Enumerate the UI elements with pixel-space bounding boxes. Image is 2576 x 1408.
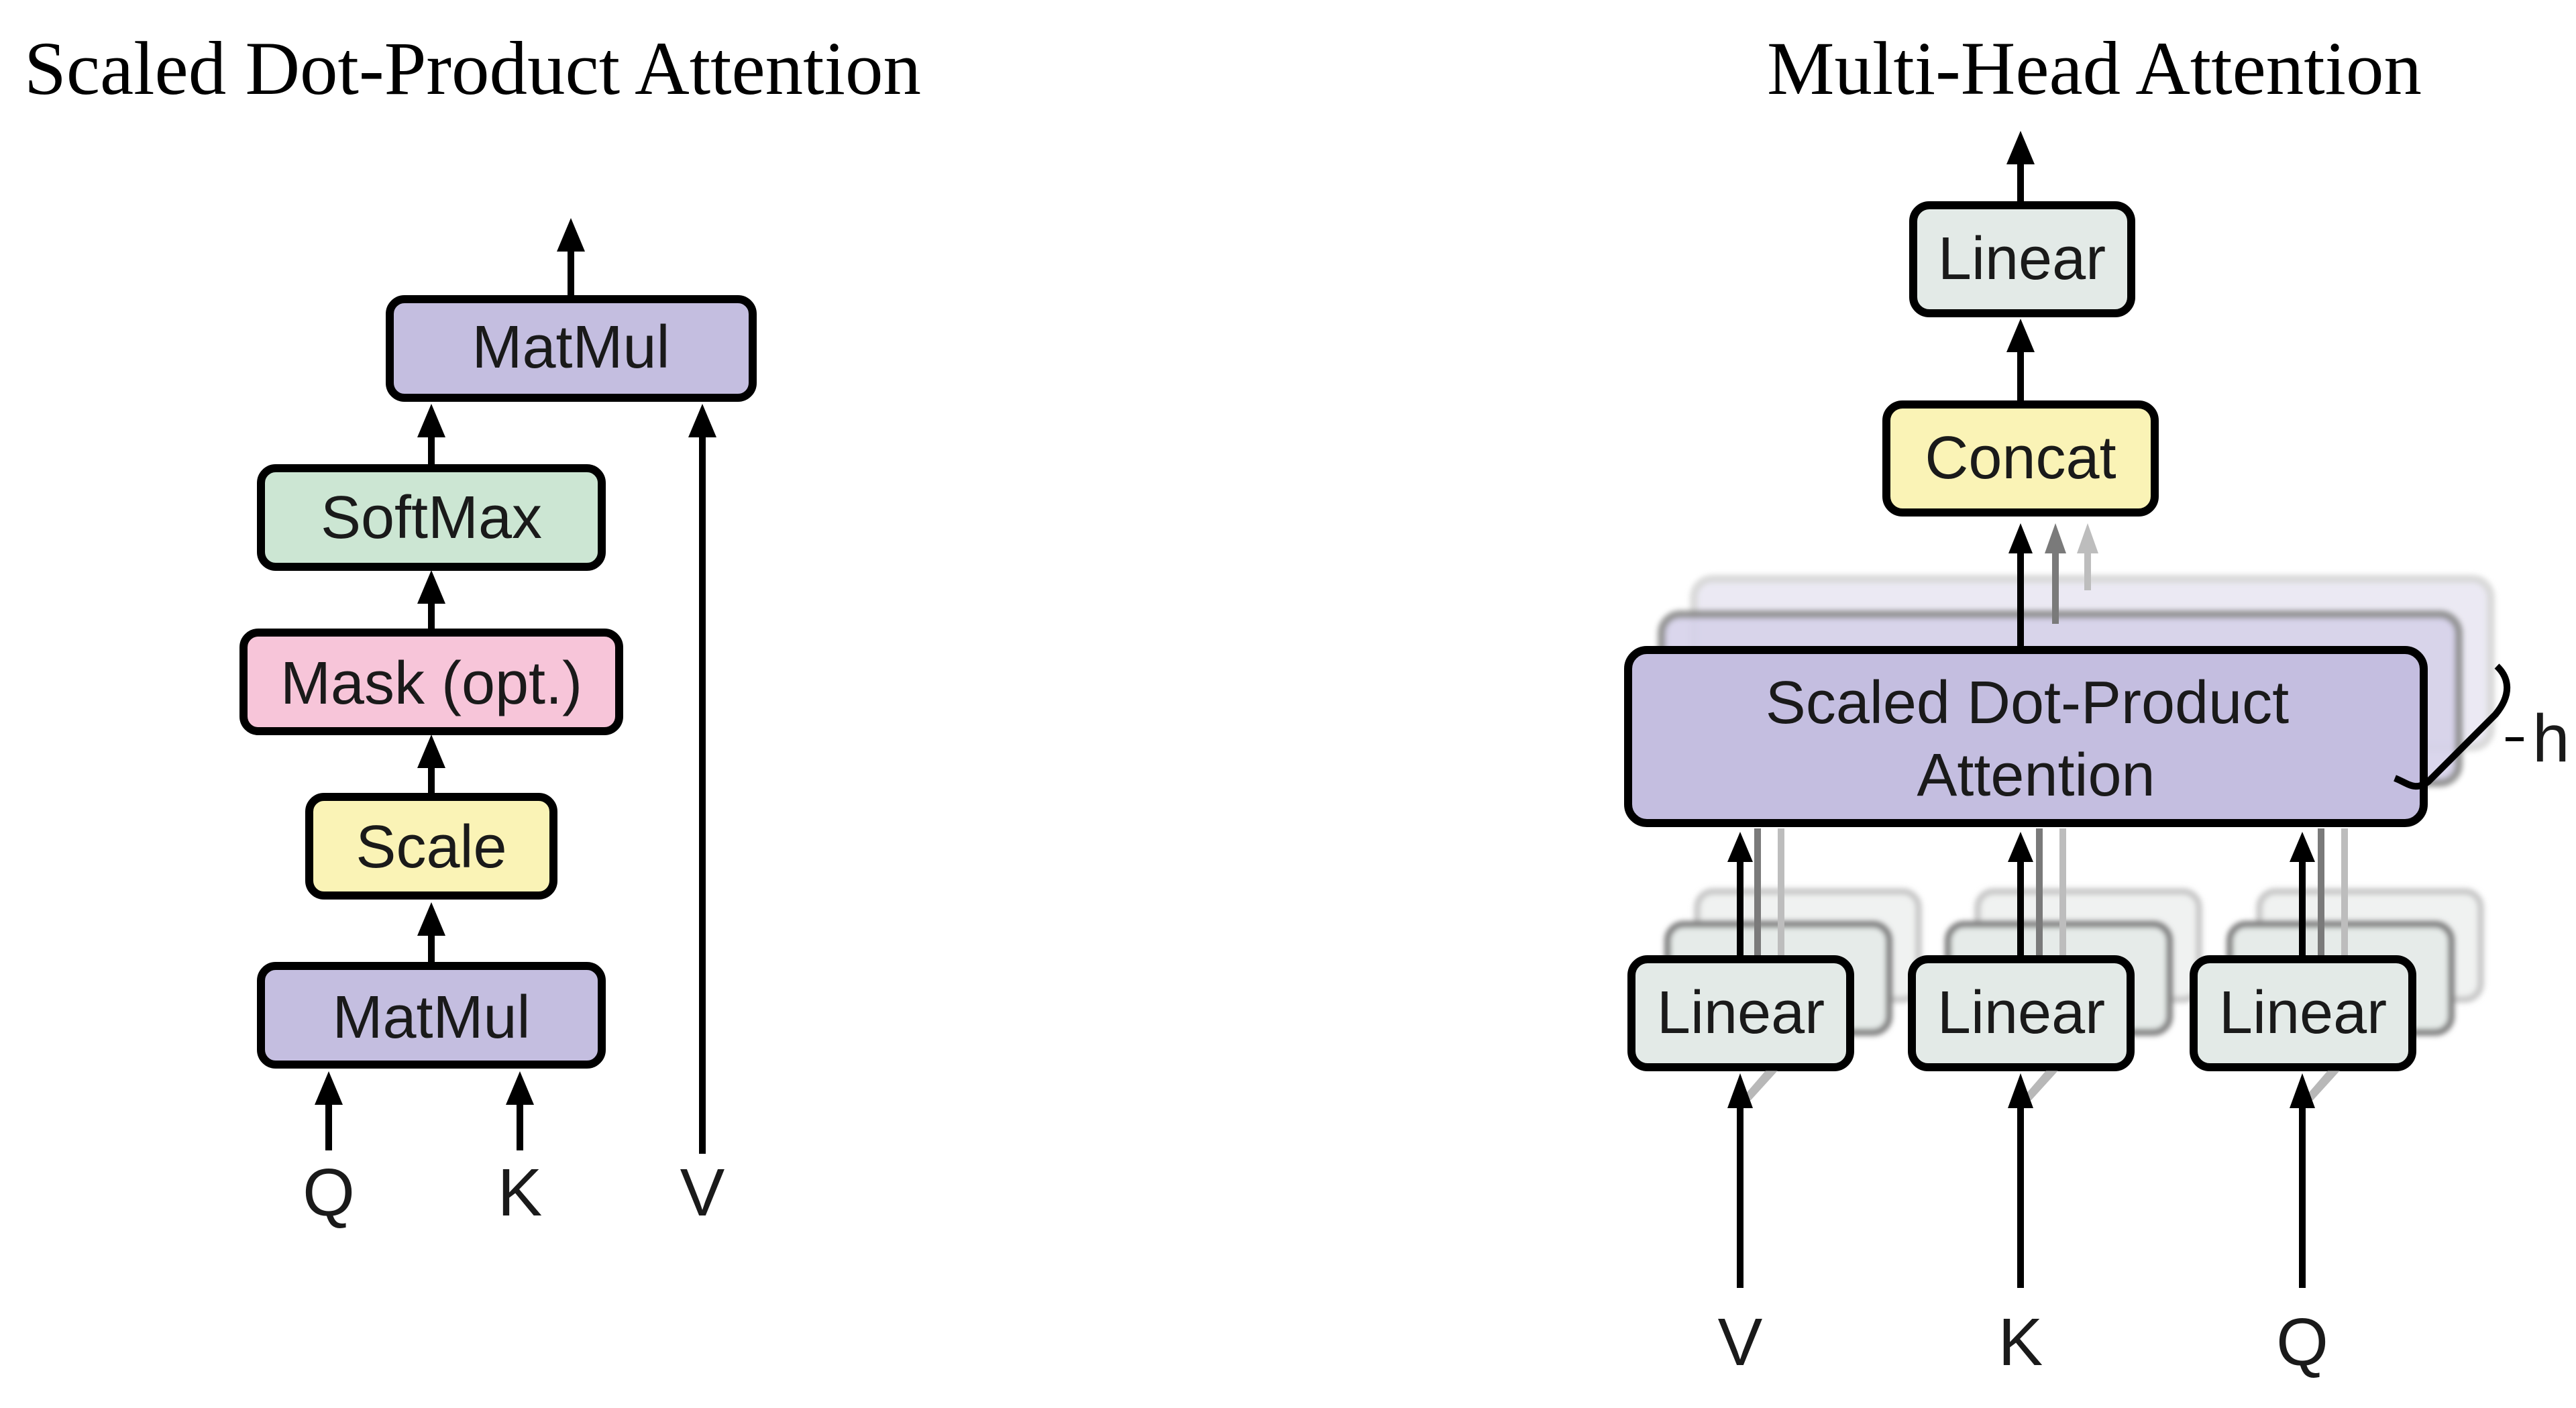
linear-v-box: Linear: [1627, 955, 1854, 1071]
linear-q-label: Linear: [2219, 979, 2387, 1046]
v-to-matmul-arrow: [688, 404, 716, 1154]
softmax-label: SoftMax: [321, 484, 542, 551]
right-input-k: K: [1998, 1305, 2043, 1380]
left-input-q: Q: [303, 1155, 355, 1230]
k-to-matmul-arrow: [506, 1071, 534, 1150]
attention-label-line2: Attention: [1917, 742, 2155, 809]
arrows-heads-to-concat: [2008, 523, 2098, 650]
concat-label: Concat: [1925, 425, 2116, 492]
matmul-top-box: MatMul: [386, 295, 757, 402]
scaled-dot-product-attention-box: Scaled Dot-Product Attention: [1624, 646, 2428, 827]
scaled-dot-product-attention-panel: Scaled Dot-Product Attention MatMul Soft…: [24, 27, 921, 1230]
mask-box: Mask (opt.): [239, 629, 623, 735]
arrow-concat-to-linear: [2006, 319, 2035, 402]
right-input-q: Q: [2276, 1305, 2328, 1380]
softmax-box: SoftMax: [257, 464, 606, 571]
arrow-scale-to-mask: [417, 735, 445, 797]
concat-box: Concat: [1882, 400, 2159, 517]
scale-label: Scale: [356, 814, 506, 881]
right-input-v: V: [1718, 1305, 1763, 1380]
matmul-top-label: MatMul: [472, 314, 669, 381]
left-title: Scaled Dot-Product Attention: [24, 27, 921, 111]
scale-box: Scale: [305, 793, 557, 900]
multi-head-attention-panel: Multi-Head Attention Linear Concat: [1624, 27, 2570, 1380]
heads-label: h: [2532, 701, 2570, 776]
arrow-softmax-to-matmul: [417, 404, 445, 468]
linear-q-box: Linear: [2190, 955, 2416, 1071]
input-arrows: [1727, 1071, 2340, 1288]
arrows-linear-to-attention: [1727, 828, 2348, 959]
heads-bracket: h: [2394, 663, 2570, 790]
matmul-bottom-label: MatMul: [332, 984, 530, 1051]
left-input-v: V: [680, 1155, 725, 1230]
linear-k-label: Linear: [1937, 979, 2105, 1046]
q-to-matmul-arrow: [315, 1071, 343, 1150]
arrow-mask-to-softmax: [417, 570, 445, 633]
matmul-bottom-box: MatMul: [257, 962, 606, 1069]
left-input-k: K: [498, 1155, 543, 1230]
linear-v-label: Linear: [1657, 979, 1825, 1046]
linear-top-label: Linear: [1938, 225, 2106, 292]
linear-top-box: Linear: [1909, 201, 2135, 317]
left-output-arrow: [557, 218, 585, 299]
arrow-matmul-to-scale: [417, 902, 445, 966]
attention-label-line1: Scaled Dot-Product: [1766, 669, 2289, 737]
right-output-arrow: [2006, 131, 2035, 205]
mask-label: Mask (opt.): [280, 650, 582, 717]
linear-k-box: Linear: [1908, 955, 2135, 1071]
right-title: Multi-Head Attention: [1767, 27, 2422, 111]
